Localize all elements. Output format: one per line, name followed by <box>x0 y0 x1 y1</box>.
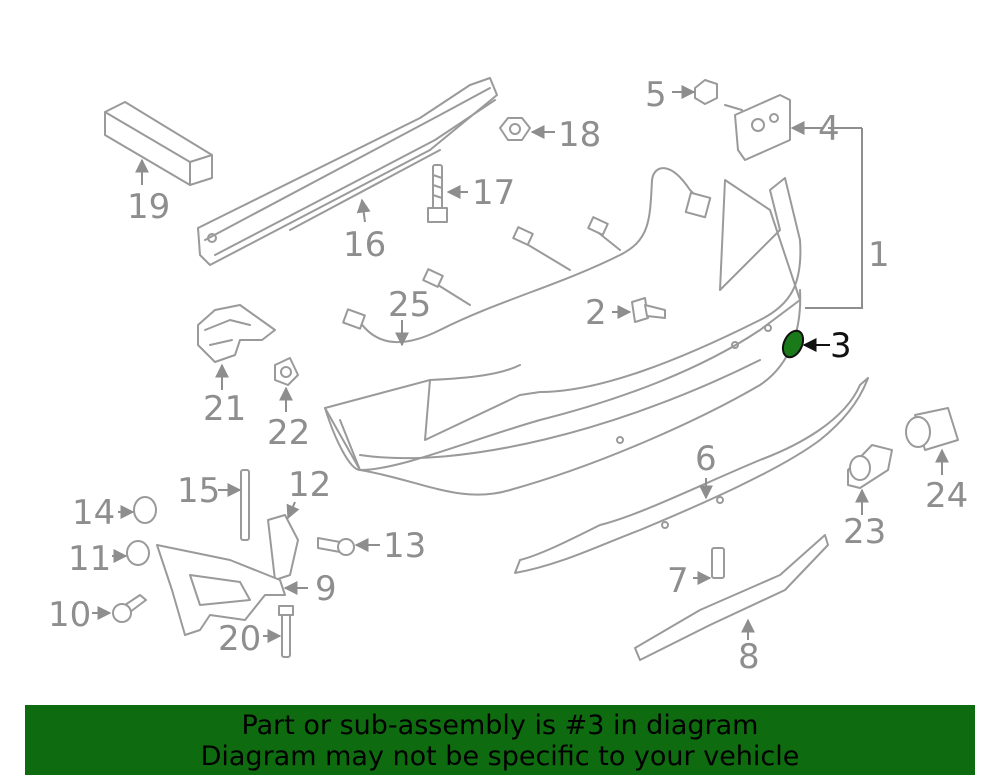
parts-diagram: 1 2 3 4 5 6 7 8 9 10 11 12 13 14 15 16 1… <box>48 75 968 677</box>
callout-8: 8 <box>738 637 760 677</box>
part-20-bolt <box>278 605 294 658</box>
callout-6: 6 <box>695 439 717 479</box>
callout-2: 2 <box>585 293 607 333</box>
callout-19: 19 <box>127 187 170 227</box>
part-8-trim-strip <box>634 534 829 661</box>
callout-16: 16 <box>343 225 386 265</box>
callout-14: 14 <box>72 493 115 533</box>
callout-3: 3 <box>830 326 852 366</box>
info-banner: Part or sub-assembly is #3 in diagram Di… <box>25 705 975 775</box>
callout-9: 9 <box>315 569 337 609</box>
part-10-screw <box>112 594 147 623</box>
part-11-cap <box>126 540 150 566</box>
part-6-diffuser <box>514 377 869 574</box>
part-7-screw <box>711 547 725 579</box>
callout-11: 11 <box>68 539 111 579</box>
part-14-cap <box>133 496 157 524</box>
callout-15: 15 <box>177 471 220 511</box>
part-21-bracket <box>197 304 276 363</box>
part-9-mount-bracket <box>156 544 286 636</box>
part-19-foam-block <box>104 101 213 186</box>
part-22-clip-nut <box>274 357 299 386</box>
callout-23: 23 <box>843 512 886 552</box>
callout-22: 22 <box>267 413 310 453</box>
part-25-wiring-harness <box>342 167 712 344</box>
banner-line-part: Part or sub-assembly is #3 in diagram <box>241 710 759 741</box>
callout-10: 10 <box>48 595 91 635</box>
banner-line-disclaimer: Diagram may not be specific to your vehi… <box>200 741 800 772</box>
parts-diagram-svg: 1 2 3 4 5 6 7 8 9 10 11 12 13 14 15 16 1… <box>48 75 968 677</box>
part-18-nut <box>499 117 531 141</box>
callout-24: 24 <box>925 476 968 516</box>
callout-17: 17 <box>472 173 515 213</box>
leader-lines <box>92 85 949 643</box>
callout-12: 12 <box>288 465 331 505</box>
callout-7: 7 <box>667 561 689 601</box>
callout-21: 21 <box>203 389 246 429</box>
part-5-nut <box>694 79 718 105</box>
callout-4: 4 <box>818 109 840 149</box>
callout-labels: 1 2 3 4 5 6 7 8 9 10 11 12 13 14 15 16 1… <box>48 75 968 677</box>
callout-20: 20 <box>218 619 261 659</box>
part-23-sensor <box>847 444 893 489</box>
part-4-bracket <box>724 94 791 161</box>
part-17-bolt <box>427 164 448 223</box>
part-1-bumper-cover <box>324 177 802 496</box>
part-3-cap-highlighted <box>781 329 805 359</box>
callout-18: 18 <box>558 115 601 155</box>
part-12-bracket <box>267 514 299 581</box>
part-16-impact-bar <box>197 77 498 266</box>
callout-25: 25 <box>388 285 431 325</box>
callout-1: 1 <box>868 235 890 275</box>
part-15-stud <box>240 469 250 541</box>
part-13-screw <box>317 537 355 556</box>
part-2-screw <box>631 297 666 323</box>
part-24-sensor <box>905 407 959 451</box>
callout-5: 5 <box>645 75 667 115</box>
callout-13: 13 <box>383 526 426 566</box>
